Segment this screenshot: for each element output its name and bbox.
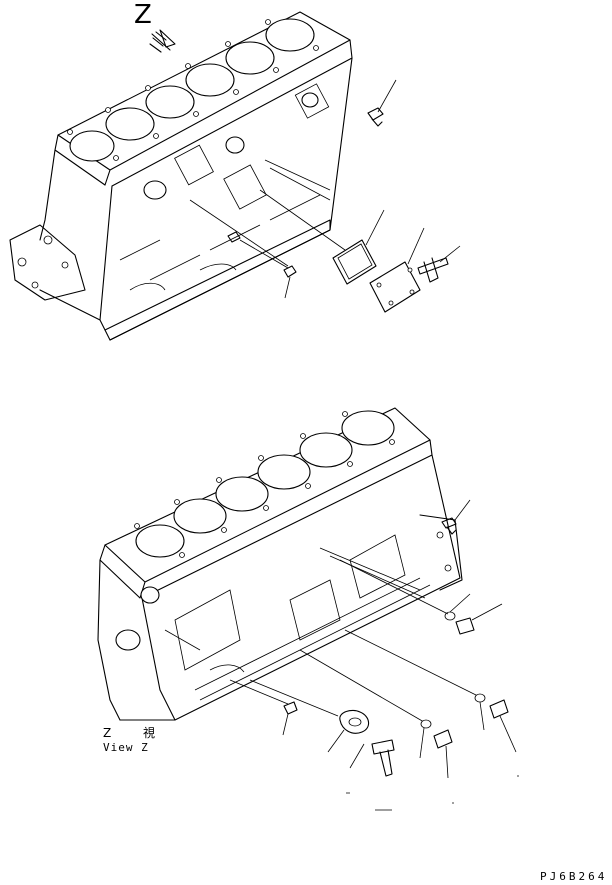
engine-block-top <box>9 11 461 341</box>
plug-small <box>433 729 453 749</box>
plug-right <box>489 699 509 719</box>
drawing-code: PJ6B264 <box>540 870 608 883</box>
gasket-flange <box>339 709 370 734</box>
washer-right <box>474 693 486 703</box>
cover-bolt <box>417 257 449 283</box>
washer-small <box>420 719 432 729</box>
view-caption-en: View Z <box>103 741 149 754</box>
gasket-top <box>332 239 377 285</box>
cover-plate <box>369 261 421 313</box>
plug-mid <box>455 617 475 635</box>
view-z-arrow <box>149 29 176 53</box>
flange-bolt <box>371 739 395 777</box>
view-letter: Z <box>134 0 152 30</box>
bolt-upper-right <box>367 107 384 127</box>
engine-block-bottom <box>97 407 519 811</box>
bolt-rear <box>441 517 457 535</box>
view-caption-jp: Z 視 <box>103 726 170 740</box>
